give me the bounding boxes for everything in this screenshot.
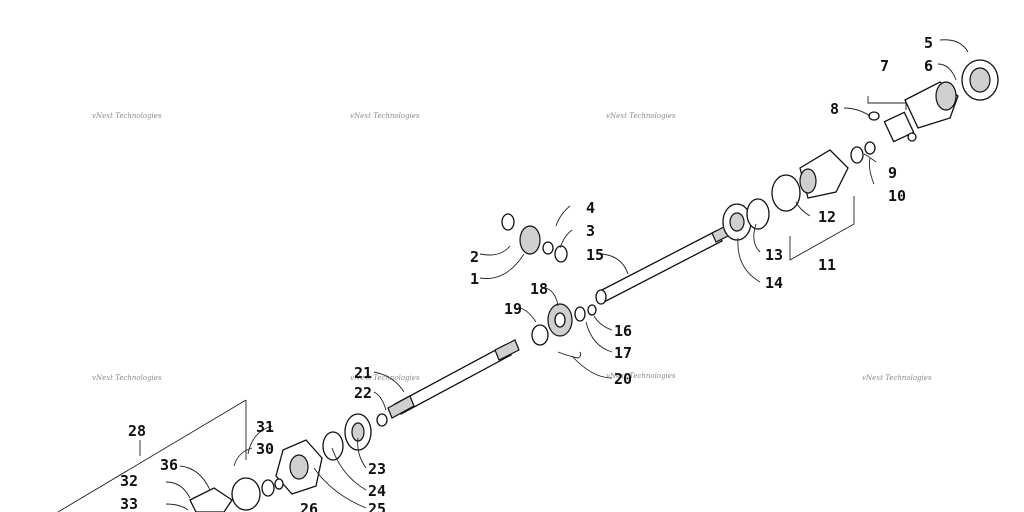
watermark: vNext Technologies bbox=[350, 112, 420, 120]
callout-6: 6 bbox=[924, 57, 933, 75]
callout-12: 12 bbox=[818, 208, 836, 226]
yoke-11 bbox=[799, 141, 876, 199]
callout-9: 9 bbox=[888, 164, 897, 182]
callout-20: 20 bbox=[614, 370, 632, 388]
gear-assembly-middle bbox=[531, 303, 597, 359]
housing-28 bbox=[189, 477, 261, 512]
callout-18: 18 bbox=[530, 280, 548, 298]
callout-26: 26 bbox=[300, 500, 318, 512]
callout-10: 10 bbox=[888, 187, 906, 205]
watermark: vNext Technologies bbox=[92, 374, 162, 382]
drive-shaft-lower bbox=[387, 339, 520, 419]
callout-11: 11 bbox=[818, 256, 836, 274]
callout-25: 25 bbox=[368, 500, 386, 512]
hub-flange bbox=[261, 439, 323, 497]
leader-lines bbox=[165, 39, 969, 511]
watermark: vNext Technologies bbox=[862, 374, 932, 382]
callout-19: 19 bbox=[504, 300, 522, 318]
callout-30: 30 bbox=[256, 440, 274, 458]
callout-16: 16 bbox=[614, 322, 632, 340]
callout-17: 17 bbox=[614, 344, 632, 362]
watermark-group: vNext Technologies vNext Technologies vN… bbox=[92, 112, 932, 382]
callout-32: 32 bbox=[120, 472, 138, 490]
watermark: vNext Technologies bbox=[606, 112, 676, 120]
callout-14: 14 bbox=[765, 274, 783, 292]
callout-7: 7 bbox=[880, 57, 889, 75]
callout-3: 3 bbox=[586, 222, 595, 240]
callout-23: 23 bbox=[368, 460, 386, 478]
callout-8: 8 bbox=[830, 100, 839, 118]
callout-1: 1 bbox=[470, 270, 479, 288]
gear-assembly-upper bbox=[501, 213, 568, 263]
callout-2: 2 bbox=[470, 248, 479, 266]
watermark: vNext Technologies bbox=[350, 374, 420, 382]
watermark: vNext Technologies bbox=[92, 112, 162, 120]
callout-13: 13 bbox=[765, 246, 783, 264]
yoke-5-6 bbox=[904, 59, 999, 129]
callout-28: 28 bbox=[128, 422, 146, 440]
bracket-lines bbox=[57, 96, 907, 512]
callout-24: 24 bbox=[368, 482, 386, 500]
callout-labels: 1 2 3 4 5 6 7 8 9 10 11 12 13 14 15 16 1… bbox=[120, 34, 933, 512]
callout-36: 36 bbox=[160, 456, 178, 474]
watermark: vNext Technologies bbox=[606, 372, 676, 380]
callout-33: 33 bbox=[120, 495, 138, 512]
universal-joint bbox=[868, 111, 917, 143]
callout-22: 22 bbox=[354, 384, 372, 402]
callout-31: 31 bbox=[256, 418, 274, 436]
bearing-assembly-lower bbox=[322, 413, 388, 461]
callout-5: 5 bbox=[924, 34, 933, 52]
callout-4: 4 bbox=[586, 199, 595, 217]
callout-21: 21 bbox=[354, 364, 372, 382]
callout-15: 15 bbox=[586, 246, 604, 264]
drive-shaft-upper bbox=[595, 225, 731, 305]
bearing-assembly-upper bbox=[722, 174, 801, 241]
